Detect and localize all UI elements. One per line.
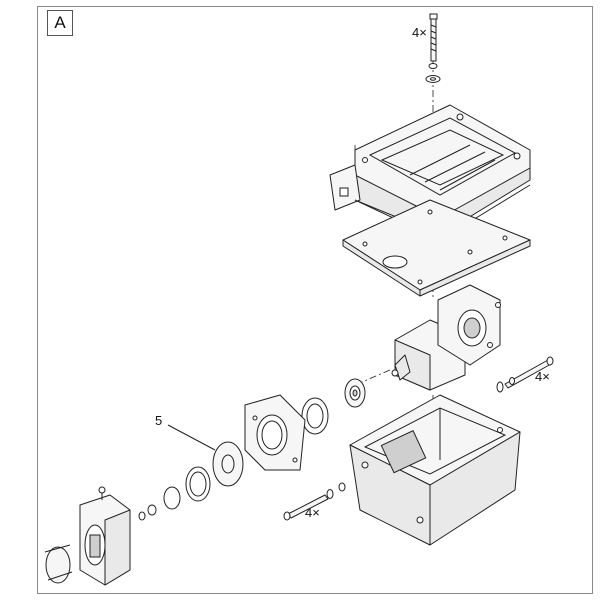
seal-ring <box>301 397 329 435</box>
valve-parts <box>138 504 157 521</box>
front-chamber-block <box>79 486 131 586</box>
right-screws-quantity: 4× <box>535 369 550 384</box>
figure-frame <box>37 6 593 594</box>
right-screw <box>496 356 554 393</box>
piston-disc <box>344 378 366 408</box>
gasket-plate <box>342 199 531 297</box>
top-screws-quantity: 4× <box>412 25 427 40</box>
bottom-screw <box>283 482 346 521</box>
small-seal <box>163 486 181 510</box>
diaphragm-reference-number: 5 <box>155 413 163 428</box>
diaphragm <box>167 424 244 487</box>
base-housing <box>349 394 521 546</box>
figure-label: A <box>47 10 73 36</box>
diaphragm-ring <box>185 466 211 502</box>
top-screw <box>429 13 438 62</box>
top-washer <box>425 63 441 83</box>
motor-block <box>391 284 501 391</box>
end-cap <box>44 544 73 584</box>
diaphragm-housing-plate <box>244 394 306 471</box>
